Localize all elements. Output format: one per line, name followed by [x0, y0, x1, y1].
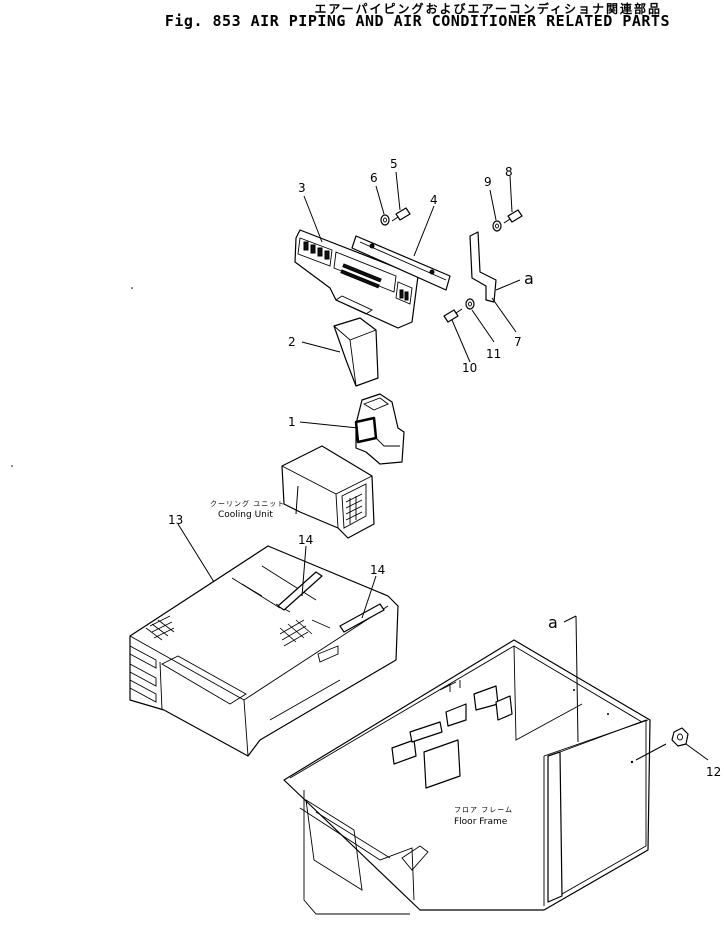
callout-13: 13: [168, 513, 183, 527]
callout-a-bottom: a: [548, 613, 558, 632]
cooling-unit-caption: Cooling Unit: [218, 510, 273, 520]
cooling-unit-caption-jp: クーリング ユニット: [210, 499, 285, 508]
cooling-unit: [281, 445, 375, 539]
part-7-bent-bracket: [469, 231, 497, 303]
figure-title-japanese: エアーパイピングおよびエアーコンディショナ関連部品: [314, 2, 662, 16]
floor-frame-caption: Floor Frame: [454, 817, 508, 827]
callout-a-top: a: [524, 269, 534, 288]
callout-7: 7: [514, 335, 522, 349]
callout-5: 5: [390, 157, 398, 171]
part-1-outlet-joint: [354, 393, 405, 465]
figure-title-english: Fig. 853 AIR PIPING AND AIR CONDITIONER …: [164, 12, 670, 30]
callout-3: 3: [298, 181, 306, 195]
fasteners-8-9: [492, 209, 523, 232]
callout-8: 8: [505, 165, 513, 179]
callout-9: 9: [484, 175, 492, 189]
scan-specks: [11, 287, 133, 467]
floor-frame-caption-jp: フロア フレーム: [454, 806, 513, 814]
callout-1: 1: [288, 415, 296, 429]
callout-4: 4: [430, 193, 438, 207]
callout-12: 12: [706, 765, 721, 779]
callout-14-right: 14: [370, 563, 385, 577]
fasteners-10-11: [443, 298, 475, 323]
callout-11: 11: [486, 347, 501, 361]
callout-14-left: 14: [298, 533, 313, 547]
part-13-console-box: [129, 545, 399, 757]
floor-frame: [283, 639, 651, 915]
leader-lines: [177, 171, 709, 761]
part-3-vent-panel: [294, 229, 419, 329]
callout-6: 6: [370, 171, 378, 185]
callout-10: 10: [462, 361, 477, 375]
part-4-bracket: [351, 235, 451, 291]
fasteners-5-6: [380, 207, 411, 226]
callout-2: 2: [288, 335, 296, 349]
callout-labels: 3 5 6 4 8 9 a 7 11 10 2 1 13 14 14 a 12: [168, 157, 721, 779]
captions: クーリング ユニット Cooling Unit フロア フレーム Floor F…: [210, 499, 513, 827]
part-12-nut: [671, 727, 689, 747]
part-2-duct: [333, 317, 379, 387]
